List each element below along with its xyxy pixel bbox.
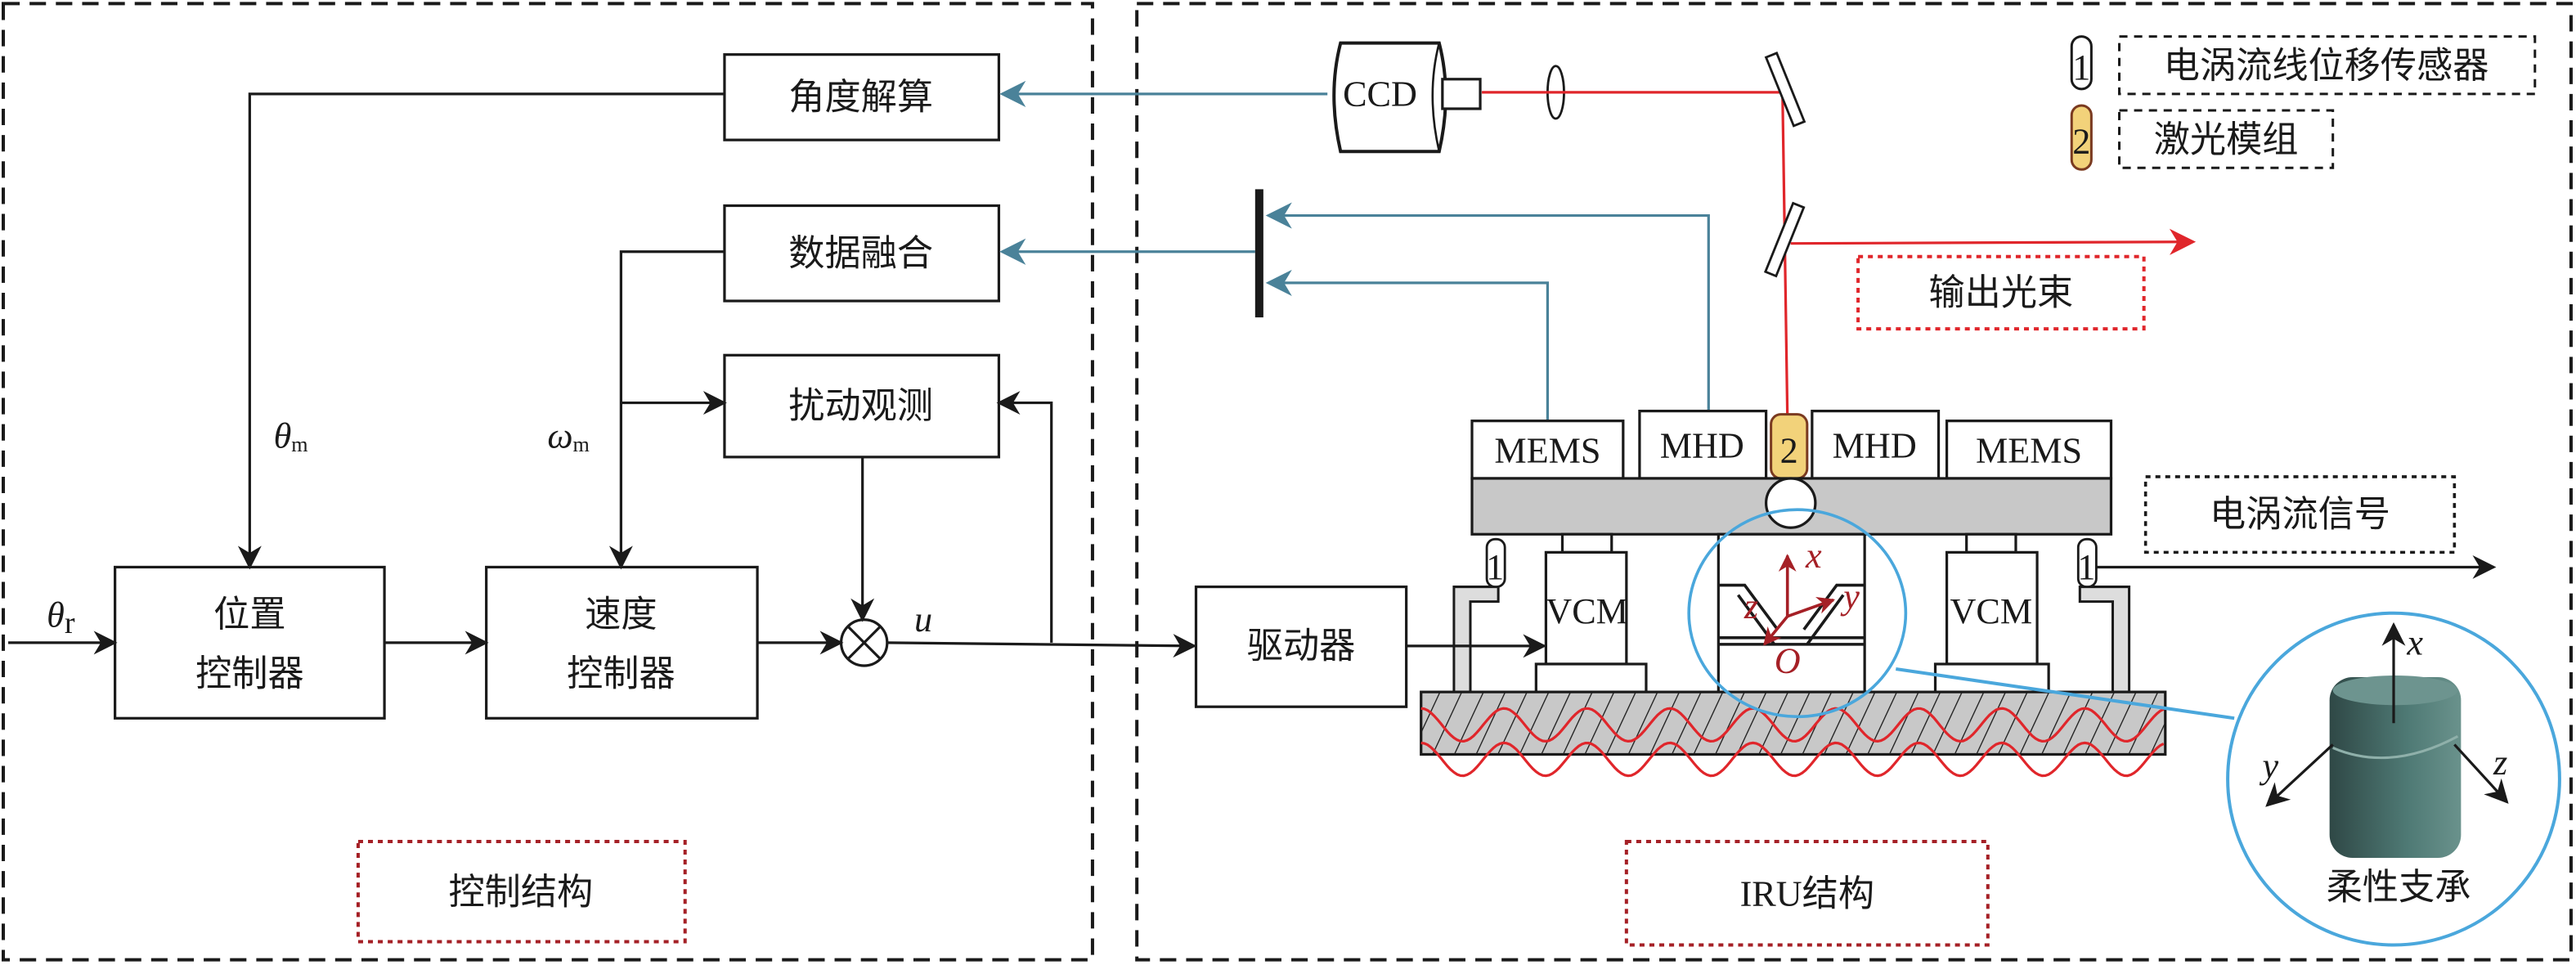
angle-calc-block: 角度解算 (723, 53, 1001, 141)
legend-sensor-text: 电涡流线位移传感器 (2164, 46, 2489, 86)
theta-r-label: θr (47, 595, 75, 640)
mems-left: MEMS (1470, 420, 1625, 480)
svg-text:2: 2 (1780, 430, 1798, 470)
axis-z-label: z (1744, 586, 1758, 626)
disturbance-observer-block: 扰动观测 (723, 353, 1001, 459)
sensor-signal-lines (999, 80, 1710, 421)
sensor-left: 1 (1452, 537, 1506, 693)
position-controller-block: 位置 控制器 (114, 565, 386, 720)
control-panel-border (2, 2, 1094, 962)
axis-y-label: y (1840, 577, 1860, 617)
svg-text:1: 1 (2077, 547, 2095, 587)
svg-text:MEMS: MEMS (1976, 430, 2082, 470)
summing-junction (839, 618, 889, 667)
control-wires (8, 92, 1197, 658)
mirror-2 (1763, 201, 1806, 278)
mirror-1 (1764, 52, 1806, 128)
base-platform (1420, 690, 2167, 756)
output-beam-label: 输出光束 (1856, 254, 2146, 331)
svg-text:1: 1 (1486, 547, 1504, 587)
iru-panel-border (1135, 2, 2573, 962)
angle-calc-label: 角度解算 (788, 77, 933, 117)
legend-sensor-num: 1 (2072, 47, 2090, 88)
svg-text:MHD: MHD (1833, 425, 1917, 465)
control-section-label: 控制结构 (356, 839, 687, 944)
svg-text:VCM: VCM (1950, 591, 2032, 631)
laser-module: 2 (1770, 413, 1809, 480)
svg-text:MEMS: MEMS (1494, 430, 1600, 470)
sensor-right: 1 (2076, 537, 2131, 693)
theta-m-label: θm (274, 415, 308, 456)
svg-text:MHD: MHD (1660, 425, 1744, 465)
legend-sensor: 1 电涡流线位移传感器 (2070, 35, 2537, 96)
data-fusion-block: 数据融合 (723, 204, 1001, 303)
vibration-wave-1 (1420, 707, 2165, 743)
axis-x-label: x (1805, 536, 1822, 576)
ccd-camera: CCD (1332, 41, 1482, 154)
vcm-right: VCM (1933, 532, 2050, 693)
iru-section-text: IRU结构 (1740, 874, 1874, 914)
svg-text:z: z (2493, 743, 2507, 783)
driver-block: 驱动器 (1194, 585, 1408, 708)
control-section-text: 控制结构 (448, 873, 593, 913)
u-label: u (914, 599, 932, 640)
zoom-connector-line (1896, 667, 2235, 720)
pivot-ball (1764, 477, 1817, 529)
legend-laser-num: 2 (2072, 122, 2090, 162)
speed-controller-block: 速度 控制器 (485, 565, 759, 720)
flexure-highlight-circle (1687, 508, 1908, 719)
svg-text:y: y (2260, 746, 2279, 786)
driver-label: 驱动器 (1247, 626, 1356, 666)
legend-laser: 2 激光模组 (2070, 104, 2335, 171)
flexure-assembly: x y z O (1717, 532, 1866, 693)
svg-text:VCM: VCM (1546, 591, 1628, 631)
output-beam-text: 输出光束 (1928, 272, 2073, 312)
disturbance-observer-label: 扰动观测 (788, 386, 933, 426)
flex-support-image (2329, 677, 2462, 859)
mhd-right: MHD (1811, 410, 1941, 480)
vcm-left: VCM (1534, 532, 1648, 693)
svg-text:x: x (2406, 622, 2423, 662)
ccd-label: CCD (1343, 74, 1417, 114)
fusion-bus-bar (1254, 189, 1263, 318)
speed-controller-label-1: 速度 (585, 595, 657, 635)
mhd-left: MHD (1638, 410, 1768, 480)
eddy-signal-label: 电涡流信号 (2143, 475, 2457, 554)
origin-label: O (1775, 640, 1801, 680)
eddy-signal-text: 电涡流信号 (2210, 495, 2390, 535)
position-controller-label-1: 位置 (213, 595, 285, 635)
mems-right: MEMS (1945, 420, 2113, 480)
flex-support-detail: x y z 柔性支承 (2226, 611, 2561, 947)
iru-section-label: IRU结构 (1624, 839, 1990, 947)
flex-support-label: 柔性支承 (2327, 868, 2471, 908)
speed-controller-label-2: 控制器 (567, 654, 675, 694)
position-controller-label-2: 控制器 (195, 654, 304, 694)
vibration-wave-2 (1420, 741, 2165, 778)
data-fusion-label: 数据融合 (788, 233, 933, 273)
legend-laser-text: 激光模组 (2154, 120, 2299, 160)
omega-m-label: ωm (547, 415, 590, 456)
